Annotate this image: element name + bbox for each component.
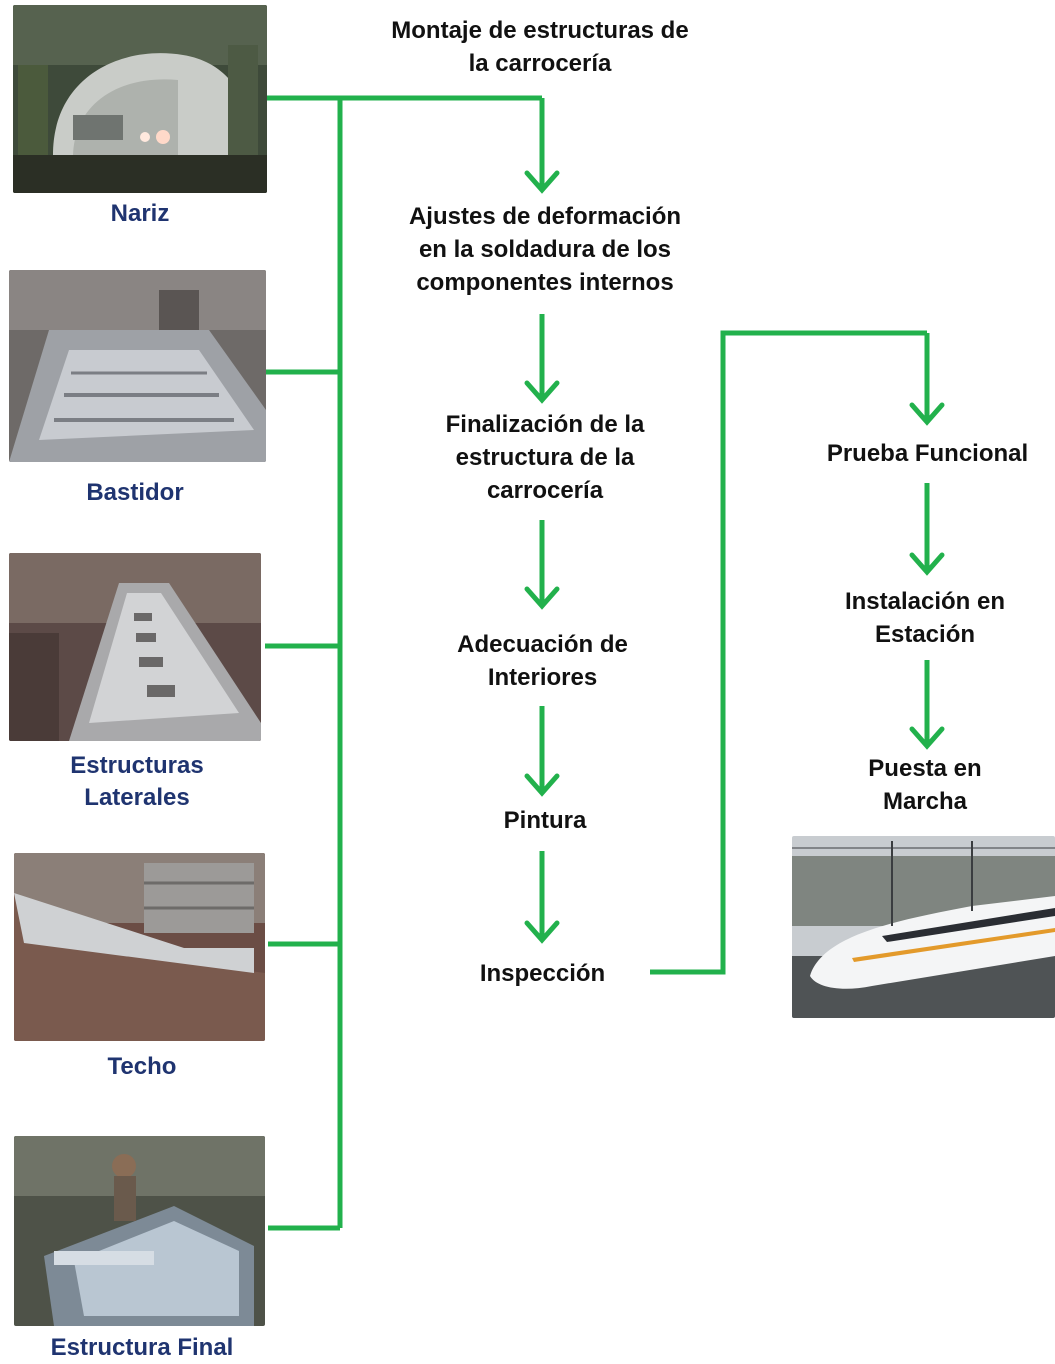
component-label-side-structures: Estructuras Laterales (70, 752, 204, 811)
arrow-to-painting-head (524, 773, 560, 797)
arrow-to-functional-test-head (909, 402, 945, 426)
roof-photo (14, 853, 265, 1041)
component-label-roof: Techo (107, 1053, 177, 1080)
bullet-train-photo (792, 836, 1055, 1018)
arrow-to-inspection-head (524, 920, 560, 944)
inspection-to-right (650, 330, 927, 975)
arrow-to-weld-adjustments-head (524, 170, 560, 194)
arrow-to-commissioning-head (909, 726, 945, 750)
component-label-nose: Nariz (110, 200, 170, 227)
nose-photo (13, 5, 267, 193)
component-label-underframe: Bastidor (86, 479, 184, 506)
underframe-photo (9, 270, 266, 462)
step-station-installation: Instalación en Estación (844, 588, 1006, 648)
arrow-to-body-completion-head (524, 380, 560, 404)
step-inspection: Inspección (479, 960, 606, 987)
step-interior-fitting: Adecuación de Interiores (457, 631, 628, 691)
arrow-to-station-installation-head (909, 552, 945, 576)
step-weld-adjustments: Ajustes de deformación en la soldadura d… (408, 203, 682, 296)
step-body-assembly: Montaje de estructuras de la carrocería (391, 17, 689, 77)
arrow-to-interior-fitting-head (524, 586, 560, 610)
end-structure-photo (14, 1136, 265, 1326)
step-commissioning: Puesta en Marcha (868, 755, 982, 815)
step-functional-test: Prueba Funcional (826, 440, 1029, 467)
step-painting: Pintura (503, 807, 587, 834)
step-body-completion: Finalización de la estructura de la carr… (445, 411, 645, 504)
component-label-end-structure: Estructura Final (50, 1334, 234, 1361)
side-structures-photo (9, 553, 261, 741)
